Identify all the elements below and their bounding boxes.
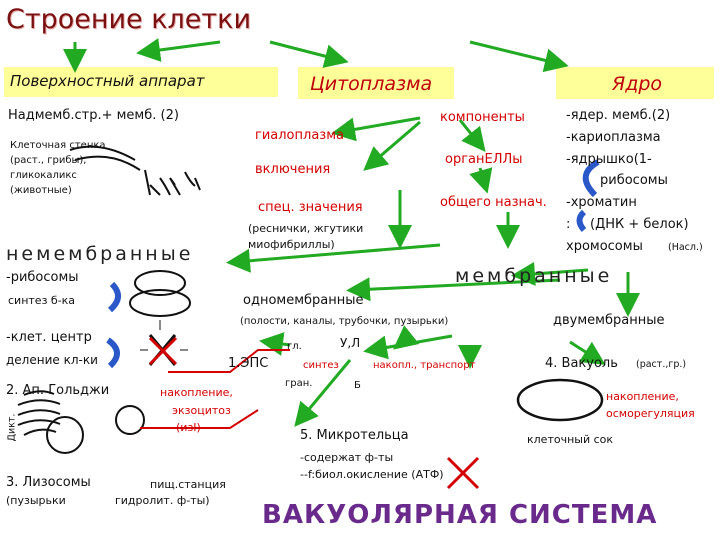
golgi-function-1: накопление,	[160, 386, 233, 399]
cell-centre-function: деление кл-ки	[6, 353, 98, 367]
eps: 1.ЭПС	[228, 356, 269, 371]
blue-arrows	[106, 159, 600, 369]
nonmembrane-label: немембранные	[6, 243, 194, 265]
special-example-1: (реснички, жгутики	[248, 222, 364, 235]
golgi-function-2: экзоцитоз	[172, 404, 231, 417]
ribosomes-function: синтез б-ка	[8, 294, 76, 307]
arrow-to-cytoplasm	[269, 40, 349, 68]
arrow-eps-left	[259, 332, 291, 356]
surface-box	[4, 67, 278, 97]
nucleus-item-2: -кариоплазма	[566, 130, 661, 145]
arrow-single	[346, 277, 561, 302]
microbody-function-2: --f:биол.окисление (АТФ)	[300, 468, 444, 481]
ribosome-drawing	[129, 270, 191, 317]
nucleus-item-7: хромосомы	[566, 239, 643, 254]
general-purpose: общего назнач.	[440, 195, 547, 210]
hyaloplasm: гиалоплазма	[255, 128, 344, 143]
microbody-function-1: -содержат ф-ты	[300, 451, 394, 464]
eps-red-lines	[140, 349, 290, 429]
cell-sap: клеточный сок	[527, 433, 614, 446]
single-membrane: одномембранные	[243, 293, 364, 308]
eps-b: Б	[354, 380, 361, 391]
arrow-to-nucleus	[469, 40, 569, 73]
cytoplasm-label: Цитоплазма	[310, 73, 433, 95]
golgi-side: Дикт.	[6, 413, 18, 442]
wall-line-2: (раст., грибы),	[10, 155, 87, 166]
lysosome-small-drawing	[115, 405, 145, 435]
red-crosses	[148, 336, 480, 490]
page-title: Строение клетки	[6, 4, 252, 35]
arrow-inclusions	[363, 120, 421, 171]
wall-line-3: гликокаликс	[10, 170, 77, 181]
arrow-mem-left	[511, 261, 589, 286]
special-purpose: спец. значения	[258, 200, 363, 215]
arrow-to-left	[136, 38, 221, 62]
single-membrane-desc: (полости, каналы, трубочки, пузырьки)	[240, 316, 449, 327]
lysosomes-sub: (пузырьки	[6, 494, 66, 507]
arrow-microbody	[294, 359, 352, 427]
microbody: 5. Микротельца	[300, 428, 409, 443]
lysosomes-function-1: пищ.станция	[150, 478, 226, 491]
eps-synth: синтез	[303, 360, 339, 371]
special-example-2: миофибриллы)	[248, 238, 335, 251]
eps-uvl: У,Л	[340, 336, 361, 350]
arrow-nonmembrane	[226, 243, 441, 273]
arrow-hyaloplasm	[331, 116, 421, 142]
eps-gran: гран.	[285, 378, 313, 389]
nucleus-colon: :	[566, 217, 571, 232]
arrow-vacuole	[569, 340, 606, 365]
nucleus-box	[556, 67, 714, 99]
cell-centre: -клет. центр	[6, 330, 92, 345]
lysosome-drawing	[46, 416, 84, 454]
vacuolar-system-label: ВАКУОЛЯРНАЯ СИСТЕМА	[262, 500, 658, 530]
cytoplasm-box	[298, 67, 454, 99]
surface-label: Поверхностный аппарат	[10, 72, 205, 90]
eps-gl: гл.	[287, 341, 302, 352]
nucleus-item-6: (ДНК + белок)	[590, 217, 689, 232]
arrow-eps-right	[392, 325, 420, 350]
nucleus-note: (Насл.)	[668, 242, 703, 253]
vacuole-function-2: осморегуляция	[606, 407, 695, 420]
vacuole-note: (раст.,гр.)	[636, 359, 687, 370]
wall-line-4: (животные)	[10, 185, 72, 196]
nucleus-item-1: -ядер. мемб.(2)	[566, 108, 671, 123]
ribosomes: -рибосомы	[6, 270, 79, 285]
nucleus-item-5: -хроматин	[566, 195, 637, 210]
membrane-label: мембранные	[455, 265, 613, 287]
lysosomes-function-2: гидролит. ф-ты)	[115, 494, 210, 507]
golgi-function-3: (изI)	[176, 421, 201, 434]
eps-accum: накопл., транспорт	[373, 360, 476, 371]
surface-membrane: Надмемб.стр.+ мемб. (2)	[8, 108, 179, 123]
cytoplasm-components: компоненты	[440, 110, 525, 125]
double-membrane: двумембранные	[553, 313, 665, 328]
vacuole-drawing	[516, 378, 604, 422]
vacuole-function-1: накопление,	[606, 390, 679, 403]
vacuole: 4. Вакуоль	[545, 356, 618, 371]
golgi-drawing	[17, 390, 61, 436]
cell-wall-drawing	[69, 145, 201, 196]
lysosomes: 3. Лизосомы	[6, 475, 91, 490]
inclusions: включения	[255, 162, 331, 177]
golgi: 2. Ап. Гольджи	[6, 383, 110, 398]
wall-line-1: Клеточная стенка	[10, 140, 106, 151]
cell-centre-drawing	[140, 320, 188, 366]
arrow-organelles	[458, 119, 486, 153]
organelles: органЕЛЛы	[445, 152, 523, 167]
arrow-eps-gl	[363, 334, 453, 360]
nucleus-item-3: -ядрышко(1-	[566, 152, 652, 167]
nucleus-item-4: рибосомы	[600, 173, 668, 188]
nucleus-label: Ядро	[612, 73, 663, 95]
arrow-general	[469, 167, 493, 194]
